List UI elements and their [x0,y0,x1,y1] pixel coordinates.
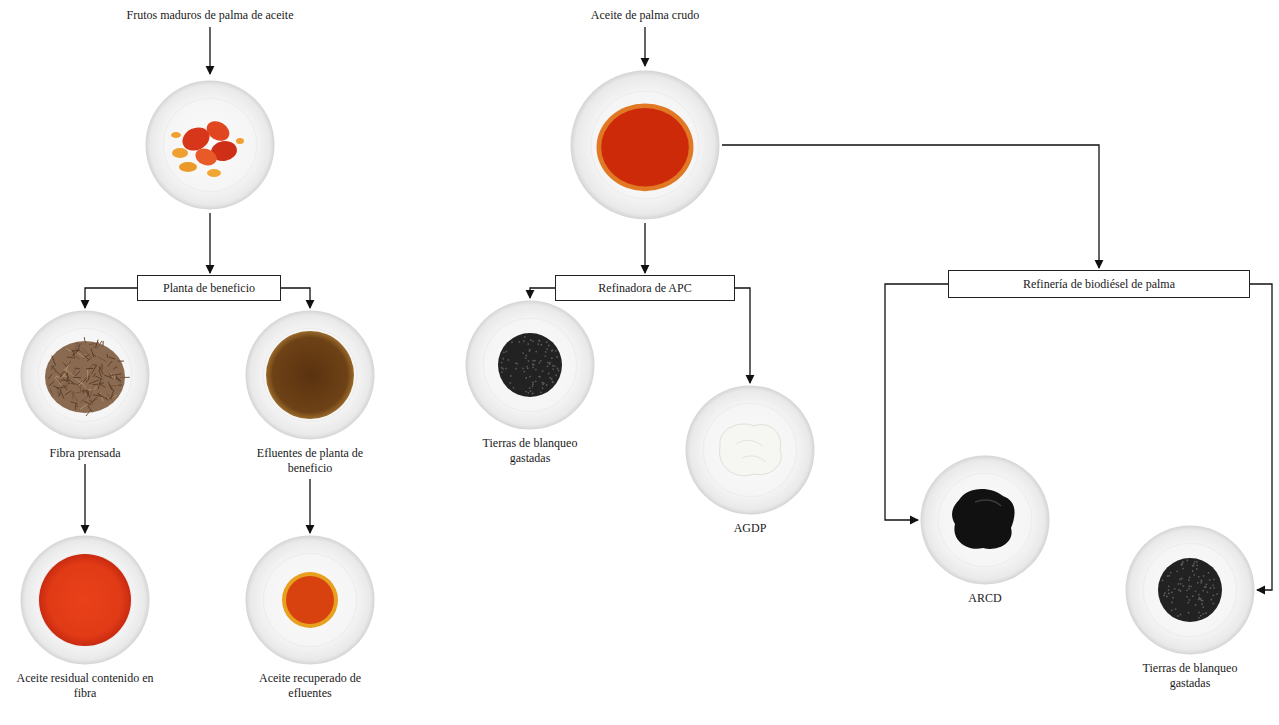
node-label: Tierras de blanqueo gastadas [465,436,595,466]
node-label: AGDP [734,521,767,536]
product-plate: Efluentes de planta de beneficio [240,310,380,476]
node-label: Aceite de palma crudo [591,8,699,23]
plate-photo [920,455,1050,585]
node-label: Frutos maduros de palma de aceite [127,8,294,23]
flow-arrow [735,288,750,383]
node-label: Refinería de biodiésel de palma [1023,277,1175,292]
input-arrow [644,27,645,66]
node-label: Refinadora de APC [598,281,691,296]
process-box: Refinería de biodiésel de palma [948,270,1250,298]
process-box: Refinadora de APC [555,275,735,301]
flow-arrow [85,288,137,308]
product-plate: Aceite de palma crudo [560,8,730,220]
node-label: Aceite recuperado de efluentes [240,671,380,701]
plate-photo [145,80,275,210]
flow-arrow [722,145,1099,268]
node-label: Planta de beneficio [163,281,255,296]
flow-arrow [84,464,85,533]
node-label: Tierras de blanqueo gastadas [1125,661,1255,691]
plate-photo [245,535,375,665]
flow-arrow [309,479,310,533]
node-label: Aceite residual contenido en fibra [15,671,155,701]
plate-photo [465,300,595,430]
product-plate: Tierras de blanqueo gastadas [465,300,595,466]
plate-photo [570,70,720,220]
node-label: Efluentes de planta de beneficio [240,446,380,476]
product-plate: Tierras de blanqueo gastadas [1125,525,1255,691]
flow-arrow [209,213,210,273]
node-label: Fibra prensada [50,446,121,461]
plate-photo [1125,525,1255,655]
plate-photo [20,310,150,440]
product-plate: ARCD [920,455,1050,606]
flow-arrow [1250,284,1272,590]
process-box: Planta de beneficio [137,275,281,301]
product-plate: Fibra prensada [15,310,155,461]
product-plate: AGDP [685,385,815,536]
product-plate: Frutos maduros de palma de aceite [95,8,325,210]
node-label: ARCD [968,591,1001,606]
flow-arrow [644,223,645,273]
input-arrow [209,27,210,74]
product-plate: Aceite recuperado de efluentes [240,535,380,701]
plate-photo [245,310,375,440]
plate-photo [20,535,150,665]
plate-photo [685,385,815,515]
flow-arrow [530,288,555,298]
flow-arrow [281,288,310,308]
product-plate: Aceite residual contenido en fibra [15,535,155,701]
